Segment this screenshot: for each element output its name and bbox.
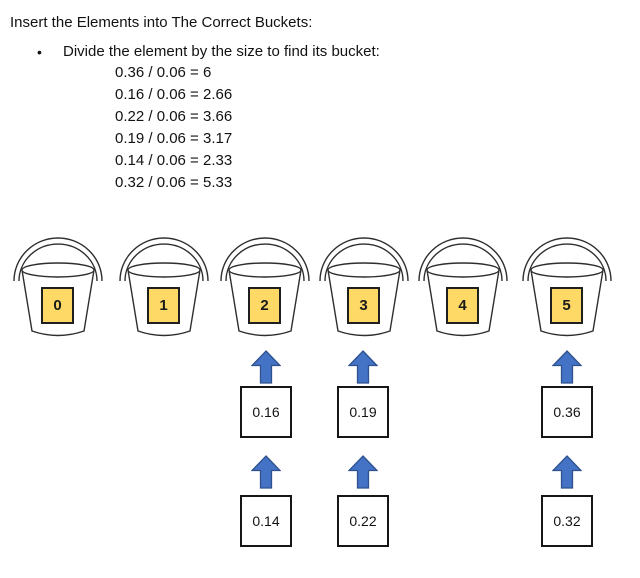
up-arrow-icon [552,350,582,384]
equation: 0.14 / 0.06 = 2.33 [115,152,233,169]
element-box: 0.16 [240,386,292,438]
up-arrow-icon [251,350,281,384]
bucket-3: 3 [316,237,412,341]
equation: 0.32 / 0.06 = 5.33 [115,174,233,191]
element-box: 0.36 [541,386,593,438]
bucket-number-tag: 4 [446,287,479,324]
bucket-1: 1 [116,237,212,341]
bucket-number-tag: 5 [550,287,583,324]
bucket-0: 0 [10,237,106,341]
equation: 0.19 / 0.06 = 3.17 [115,130,233,147]
element-box: 0.19 [337,386,389,438]
bucket-number-tag: 0 [41,287,74,324]
equation-list: 0.36 / 0.06 = 6 0.16 / 0.06 = 2.66 0.22 … [115,62,232,194]
up-arrow-icon [348,455,378,489]
bucket-number-tag: 1 [147,287,180,324]
up-arrow-icon [251,455,281,489]
element-box: 0.14 [240,495,292,547]
bucket-number-tag: 2 [248,287,281,324]
equation: 0.36 / 0.06 = 6 [115,64,212,81]
element-box: 0.32 [541,495,593,547]
element-box: 0.22 [337,495,389,547]
bucket-5: 5 [519,237,615,341]
up-arrow-icon [552,455,582,489]
up-arrow-icon [348,350,378,384]
bullet-icon: • [37,44,42,60]
equation: 0.16 / 0.06 = 2.66 [115,86,233,103]
equation: 0.22 / 0.06 = 3.66 [115,108,233,125]
bucket-number-tag: 3 [347,287,380,324]
page-title: Insert the Elements into The Correct Buc… [10,14,313,31]
bucket-4: 4 [415,237,511,341]
bucket-2: 2 [217,237,313,341]
instruction-bullet: • Divide the element by the size to find… [37,43,380,61]
instruction-text: Divide the element by the size to find i… [63,43,380,60]
